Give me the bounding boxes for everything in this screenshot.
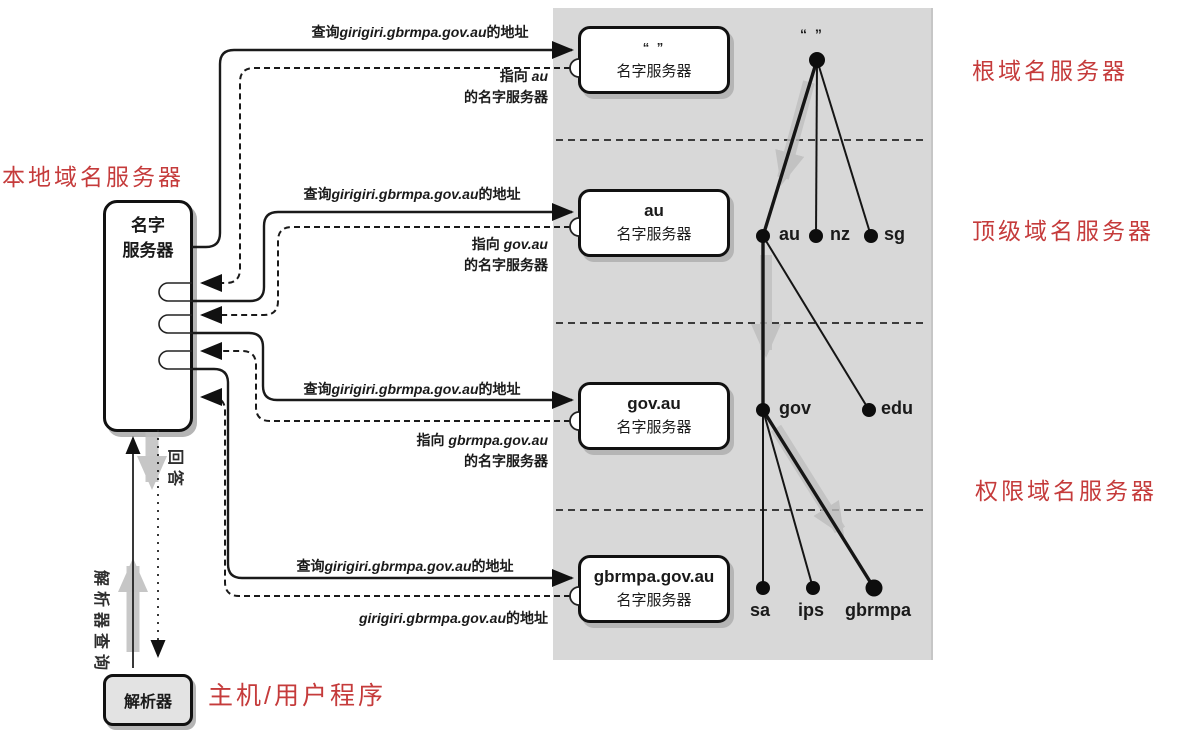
reply-2-label: 指向 gov.au 的名字服务器 [464,236,548,273]
answer-vertical-label: 回答 [166,449,183,492]
tree-node-label-gov: gov [779,398,812,418]
tld-dns-label: 顶级域名服务器 [972,218,1154,244]
tree-node-label-sg: sg [884,224,906,244]
query-4-label: 查询girigiri.gbrmpa.gov.au的地址 [296,558,514,574]
reply-4-label: girigiri.gbrmpa.gov.au的地址 [358,610,548,626]
au-ns-box: au 名字服务器 [578,189,730,257]
reply-arrows [200,67,570,597]
tree-node-label-gbrmpa: gbrmpa [845,600,912,620]
query-3-label: 查询girigiri.gbrmpa.gov.au的地址 [303,381,521,397]
reply-3-label: 指向 gbrmpa.gov.au 的名字服务器 [416,432,548,469]
tree-node-label-nz: nz [830,224,850,244]
tree-node-label-sa: sa [750,600,771,620]
root-ns-title: “ ” [642,40,666,55]
au-ns-subtitle: 名字服务器 [616,226,692,243]
root-ns-subtitle: 名字服务器 [616,63,692,80]
gov-au-ns-title: gov.au [627,394,681,413]
gbrmpa-ns-box: gbrmpa.gov.au 名字服务器 [578,555,730,623]
query-1-label: 查询girigiri.gbrmpa.gov.au的地址 [311,24,529,40]
tree-node-label-ips: ips [798,600,825,620]
reply-1-label: 指向 au 的名字服务器 [464,68,548,105]
root-dns-label: 根域名服务器 [972,58,1128,84]
authoritative-dns-label: 权限域名服务器 [975,478,1157,504]
tree-root-label: “ ” [800,26,824,42]
resolver-box: 解析器 [103,674,193,726]
query-arrows [192,41,574,587]
gbrmpa-ns-subtitle: 名字服务器 [616,592,692,609]
gov-au-ns-box: gov.au 名字服务器 [578,382,730,450]
query-2-label: 查询girigiri.gbrmpa.gov.au的地址 [303,186,521,202]
local-name-server-line2: 服务器 [122,241,174,260]
resolver-query-vertical-label: 解析器查询 [92,570,109,676]
au-ns-title: au [644,201,664,220]
tree-node-label-au: au [779,224,801,244]
host-program-label: 主机/用户程序 [208,682,386,710]
local-dns-label: 本地域名服务器 [2,164,184,190]
gbrmpa-ns-title: gbrmpa.gov.au [593,567,715,586]
local-name-server-box: 名字 服务器 [103,200,193,432]
resolver-links [118,430,167,668]
tree-node-label-edu: edu [881,398,914,418]
local-name-server-line1: 名字 [131,216,165,235]
resolver-label: 解析器 [123,694,172,711]
gov-au-ns-subtitle: 名字服务器 [616,419,692,436]
query-4-arrow [192,367,574,587]
root-ns-box: “ ” 名字服务器 [578,26,730,94]
